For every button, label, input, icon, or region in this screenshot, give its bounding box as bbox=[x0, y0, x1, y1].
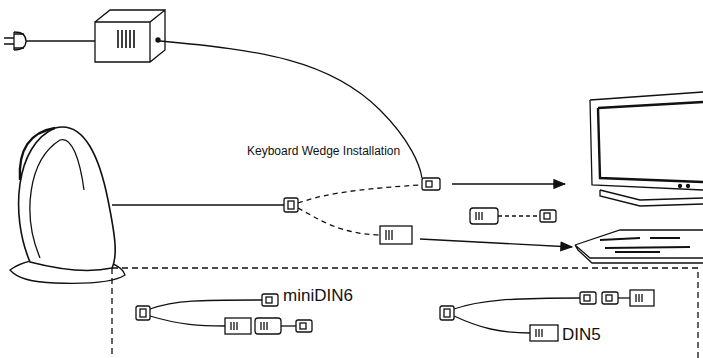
adapter bbox=[470, 208, 556, 224]
label-text: DIN5 bbox=[560, 325, 603, 345]
power-supply bbox=[95, 10, 422, 178]
computer-monitor bbox=[590, 92, 703, 206]
wall-plug bbox=[4, 32, 95, 50]
dashed-frame bbox=[112, 268, 698, 358]
label-text: Keyboard Wedge Installation bbox=[245, 144, 402, 158]
label-text: miniDIN6 bbox=[281, 286, 355, 306]
arrow-line bbox=[420, 239, 572, 247]
keyboard bbox=[575, 230, 703, 263]
cable-connector bbox=[380, 178, 440, 244]
barcode-scanner bbox=[10, 127, 285, 283]
din5-cable bbox=[440, 290, 654, 341]
arrow-line bbox=[452, 183, 565, 184]
